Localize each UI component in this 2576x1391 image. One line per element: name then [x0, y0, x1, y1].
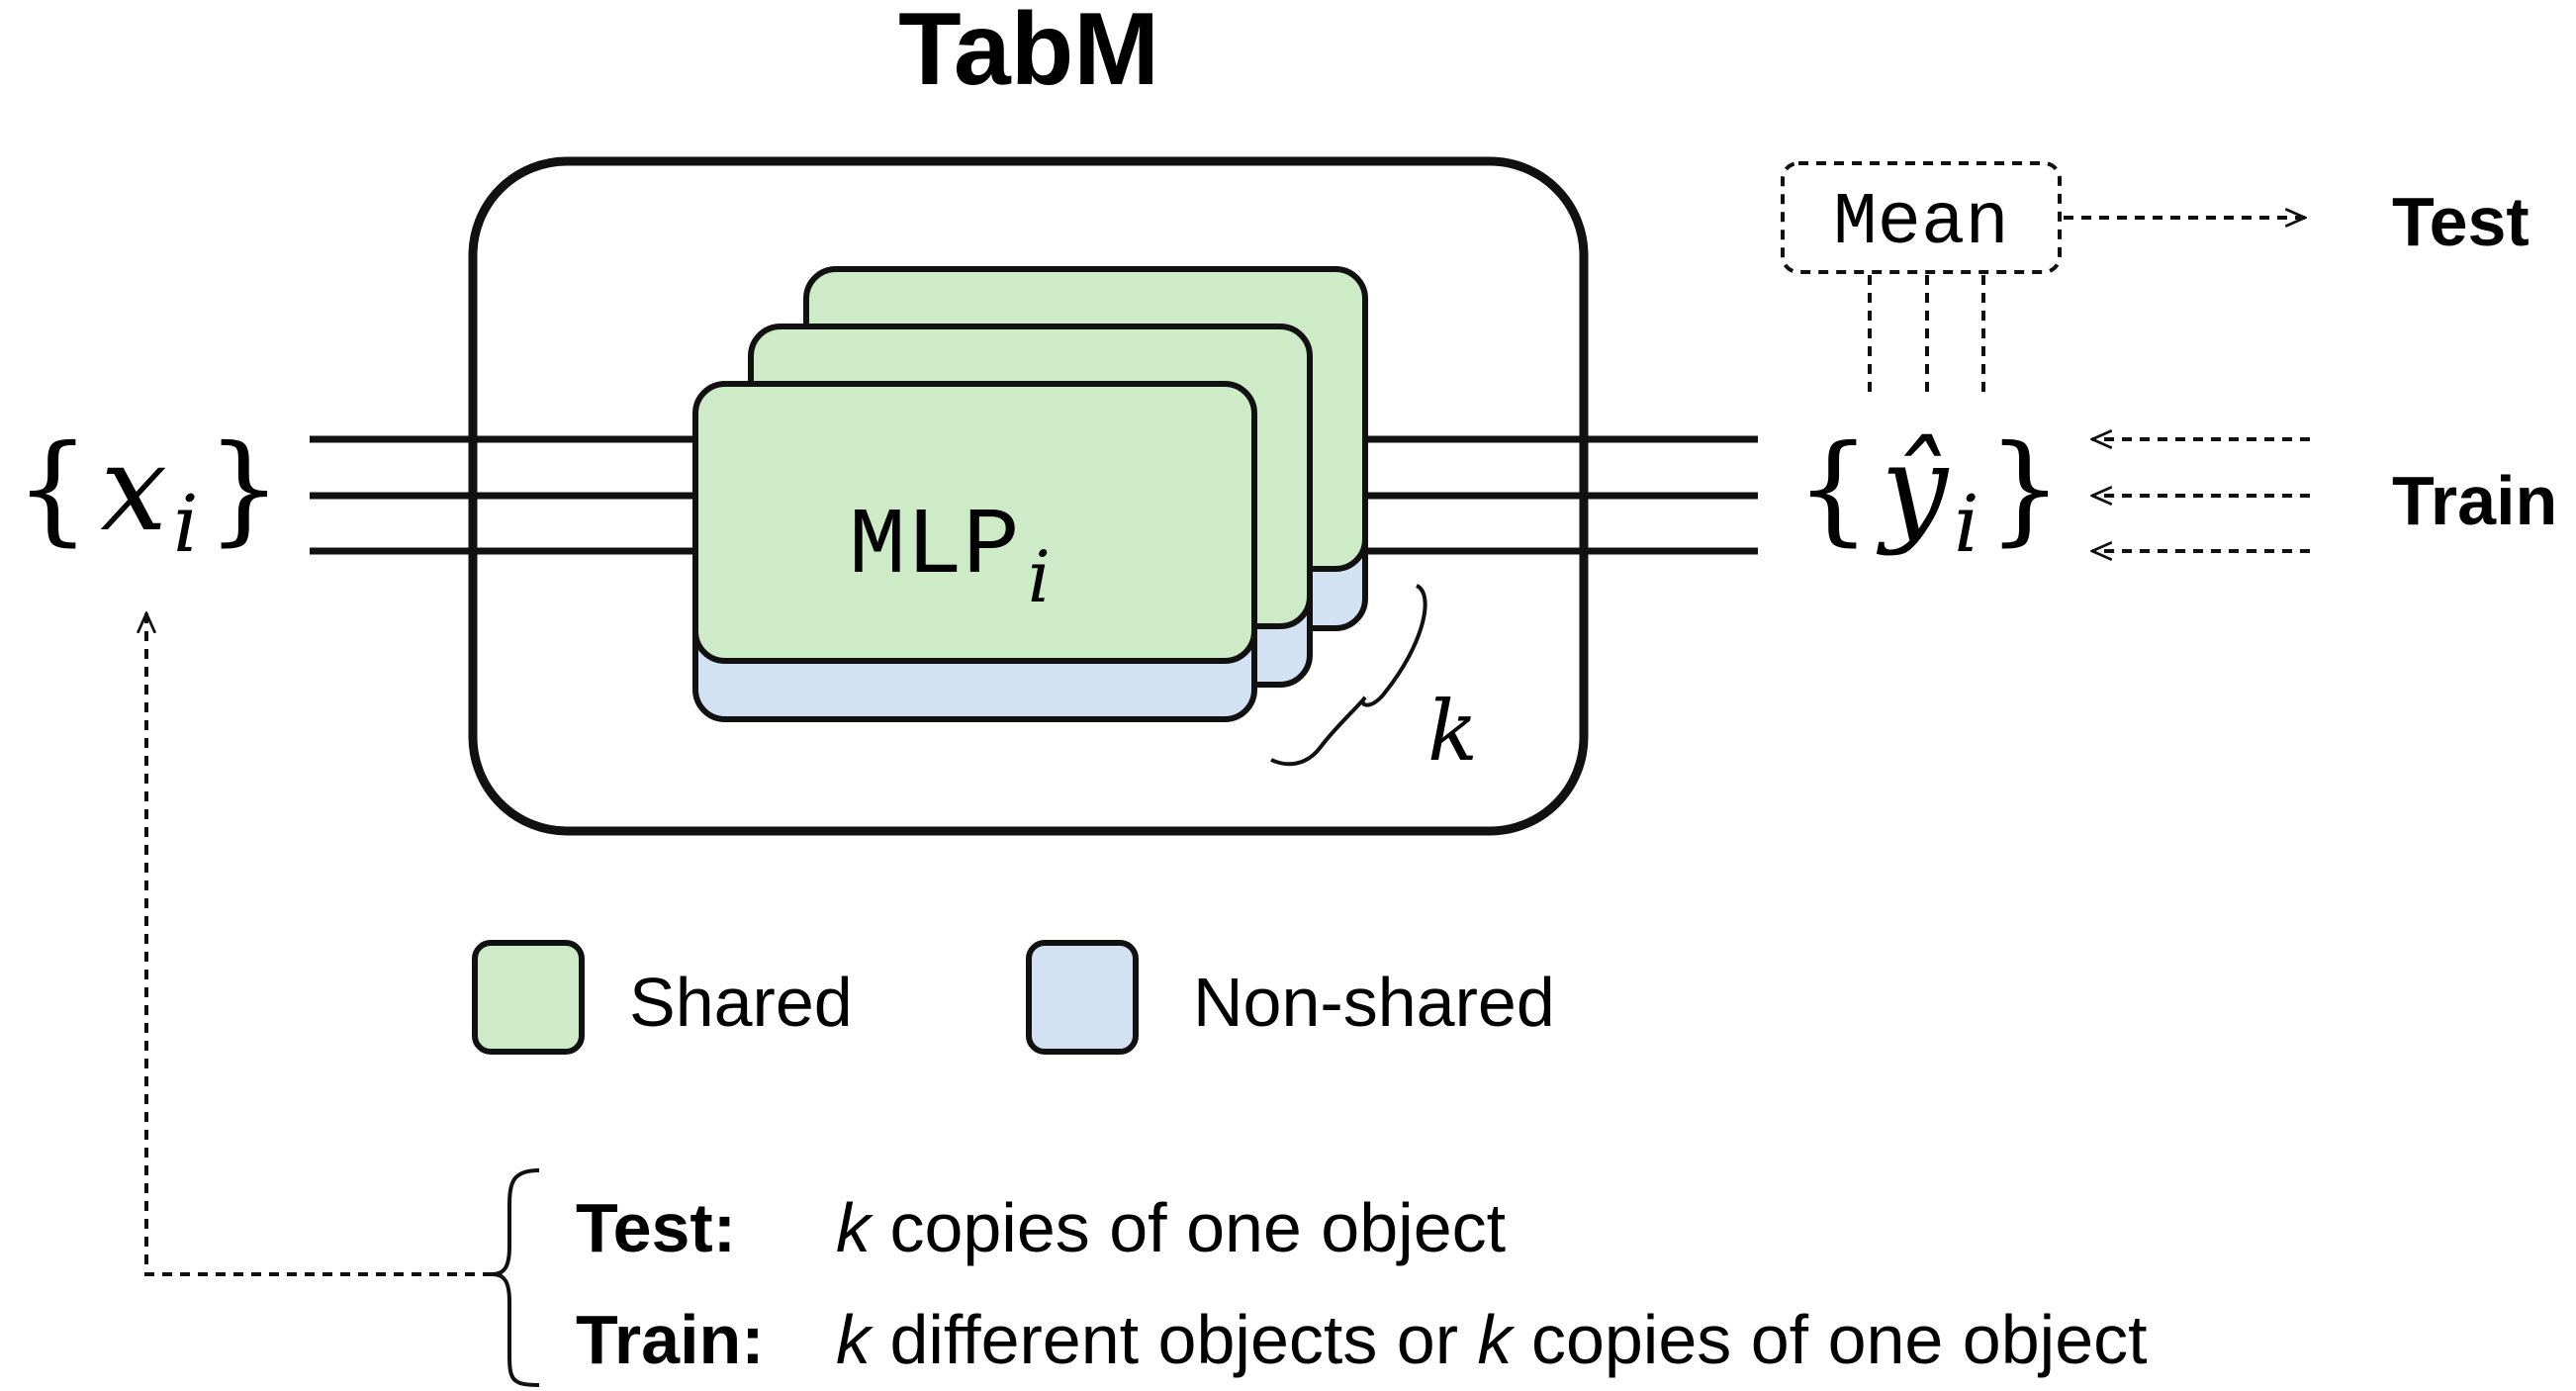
- legend-label-non-shared: Non-shared: [1193, 964, 1555, 1041]
- input-label: {xi}: [15, 420, 282, 570]
- test-output-label: Test: [2392, 183, 2530, 260]
- diagram-title: TabM: [898, 0, 1159, 107]
- notes-brace: [492, 1168, 540, 1387]
- legend: Shared Non-shared: [472, 940, 1555, 1055]
- mean-label: Mean: [1833, 182, 2009, 265]
- input-lines: [310, 435, 698, 555]
- k-label: k: [1427, 683, 1478, 780]
- legend-swatch-shared: [472, 940, 585, 1055]
- train-output-label: Train: [2392, 462, 2557, 539]
- mean-connectors: [1868, 275, 1985, 396]
- k-brace: [1270, 584, 1427, 767]
- note-train: Train:k different objects or k copies of…: [576, 1301, 2148, 1378]
- note-test: Test:k copies of one object: [576, 1189, 1506, 1266]
- legend-swatch-non-shared: [1026, 940, 1139, 1055]
- legend-label-shared: Shared: [629, 964, 853, 1041]
- mean-box: [1781, 161, 2062, 274]
- output-lines: [1360, 435, 1758, 555]
- output-label: {ŷi}: [1795, 420, 2063, 570]
- notes-to-input-arrow: [146, 613, 493, 1276]
- train-arrows: [2092, 439, 2310, 551]
